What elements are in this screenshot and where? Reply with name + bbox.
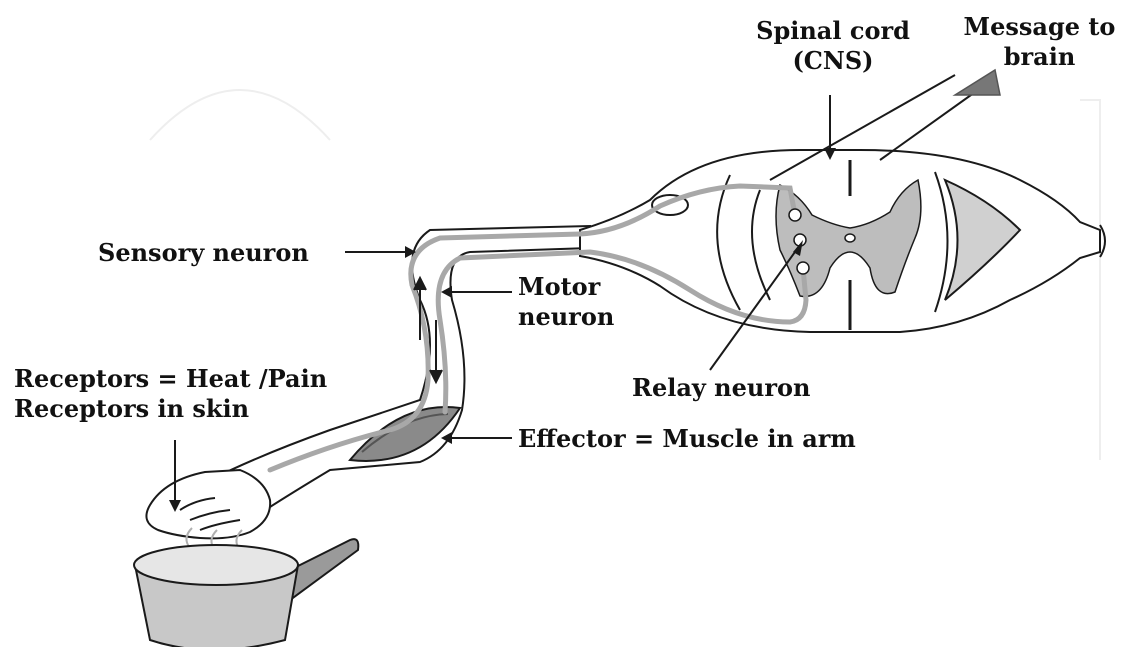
spinal-cord-label: Spinal cord (CNS) <box>748 16 918 76</box>
relay-neuron-label: Relay neuron <box>632 373 810 403</box>
hand <box>146 470 270 538</box>
spinal-cord-label-line2: (CNS) <box>748 46 918 76</box>
receptors-line1: Receptors = Heat /Pain <box>14 364 327 394</box>
effector-label: Effector = Muscle in arm <box>518 424 856 454</box>
message-to-brain-line2: brain <box>962 42 1117 72</box>
sensory-neuron-label: Sensory neuron <box>98 238 309 268</box>
spinal-cord-label-line1: Spinal cord <box>748 16 918 46</box>
motor-neuron-line1: Motor <box>518 272 614 302</box>
motor-neuron-label: Motor neuron <box>518 272 614 332</box>
message-to-brain-line1: Message to <box>962 12 1117 42</box>
receptors-label: Receptors = Heat /Pain Receptors in skin <box>14 364 327 424</box>
motor-neuron-line2: neuron <box>518 302 614 332</box>
receptors-line2: Receptors in skin <box>14 394 327 424</box>
pan <box>134 539 358 647</box>
message-to-brain-label: Message to brain <box>962 12 1117 72</box>
